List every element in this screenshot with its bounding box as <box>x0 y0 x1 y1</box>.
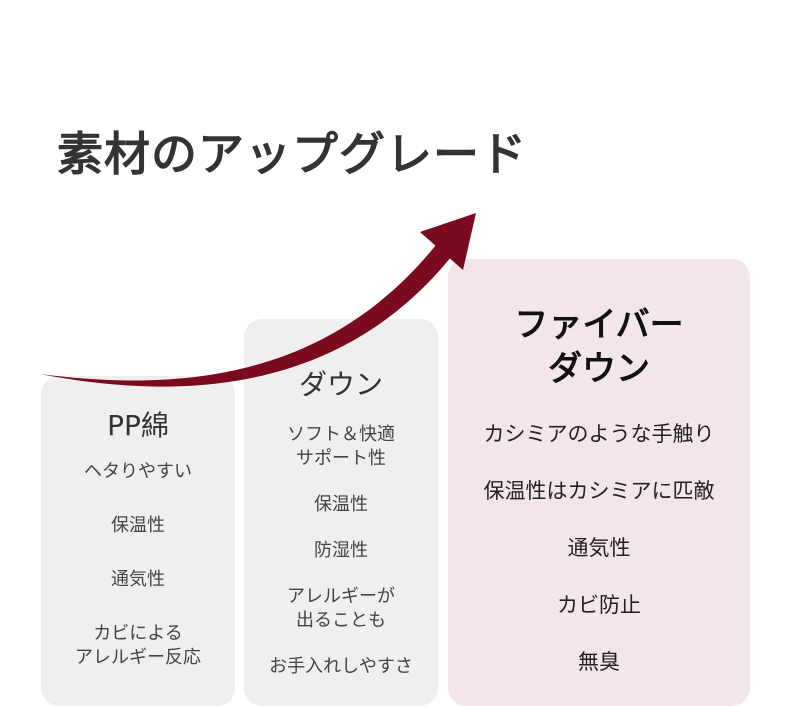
feature-item: アレルギーが 出ることも <box>287 586 395 631</box>
feature-item: 通気性 <box>111 569 165 590</box>
feature-item: 防湿性 <box>314 540 368 561</box>
feature-item: カビ防止 <box>557 593 641 617</box>
feature-item: ソフト＆快適 サポート性 <box>287 424 395 469</box>
feature-item: 保温性 <box>314 494 368 515</box>
feature-list: カシミアのような手触り 保温性はカシミアに匹敵 通気性 カビ防止 無臭 <box>448 419 750 704</box>
card-name: PP綿 <box>107 409 169 442</box>
card-pp-cotton: PP綿 ヘタりやすい 保温性 通気性 カビによる アレルギー反応 <box>41 376 235 706</box>
card-fiber-down: ファイバー ダウン カシミアのような手触り 保温性はカシミアに匹敵 通気性 カビ… <box>448 259 750 706</box>
feature-item: 無臭 <box>578 650 620 674</box>
feature-list: ソフト＆快適 サポート性 保温性 防湿性 アレルギーが 出ることも お手入れしや… <box>244 423 438 701</box>
feature-item: カシミアのような手触り <box>483 422 715 446</box>
card-name: ファイバー ダウン <box>514 305 684 389</box>
card-down: ダウン ソフト＆快適 サポート性 保温性 防湿性 アレルギーが 出ることも お手… <box>244 319 438 706</box>
feature-item: 保温性はカシミアに匹敵 <box>483 479 715 503</box>
feature-item: 保温性 <box>111 515 165 536</box>
feature-item: ヘタりやすい <box>84 461 192 482</box>
feature-list: ヘタりやすい 保温性 通気性 カビによる アレルギー反応 <box>41 460 235 700</box>
page-title: 素材のアップグレード <box>57 127 527 181</box>
feature-item: カビによる アレルギー反応 <box>75 623 201 668</box>
feature-item: 通気性 <box>567 536 631 560</box>
feature-item: お手入れしやすさ <box>269 656 413 677</box>
card-name: ダウン <box>298 368 383 401</box>
